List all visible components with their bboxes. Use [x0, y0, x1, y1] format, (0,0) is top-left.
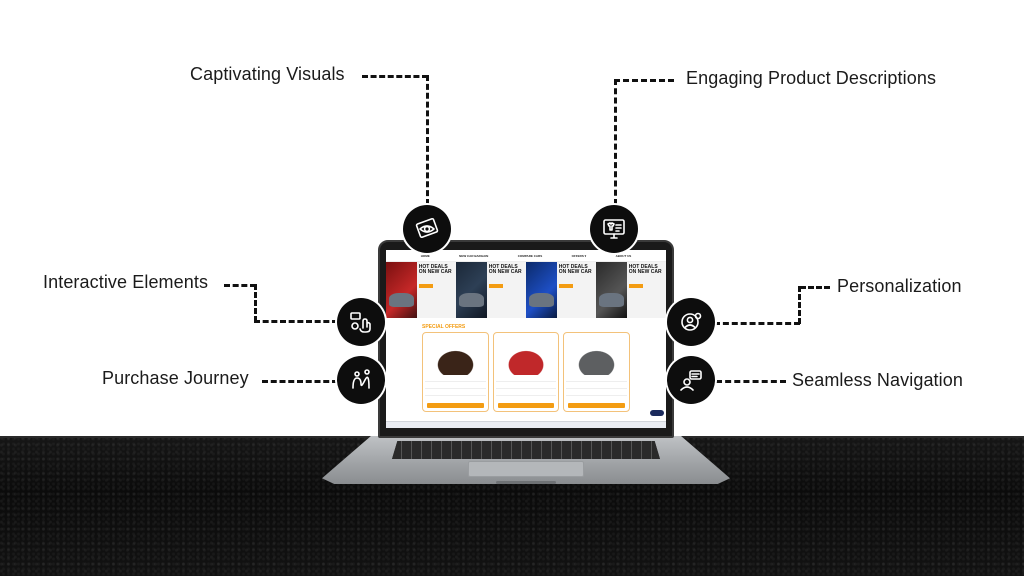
hero-slide[interactable]: HOT DEALS ON NEW CAR — [526, 262, 596, 318]
hero-title: HOT DEALS ON NEW CAR — [558, 264, 592, 275]
hero-slide[interactable]: HOT DEALS ON NEW CAR — [456, 262, 526, 318]
offers-title: SPECIAL OFFERS — [422, 324, 466, 330]
hero-slide[interactable]: HOT DEALS ON NEW CAR — [386, 262, 456, 318]
site-nav: HOME NEW CAR BARGAIN COMPARE CARS OFFERS… — [386, 250, 666, 262]
guide-icon — [667, 356, 715, 404]
connector-personalization-vertical — [798, 286, 801, 324]
site-hero-carousel[interactable]: HOT DEALS ON NEW CAR HOT DEALS ON NEW CA… — [386, 262, 666, 318]
laptop-screen: HOME NEW CAR BARGAIN COMPARE CARS OFFERS… — [386, 250, 666, 428]
label-engaging-product-descriptions: Engaging Product Descriptions — [686, 68, 937, 88]
hero-car-image — [526, 262, 557, 318]
connector-visuals-vertical — [426, 75, 429, 205]
car-image — [425, 341, 486, 375]
hero-slide[interactable]: HOT DEALS ON NEW CAR — [596, 262, 666, 318]
site-nav-bargain[interactable]: NEW CAR BARGAIN — [459, 253, 489, 258]
user-settings-icon — [667, 298, 715, 346]
chat-button[interactable] — [650, 410, 664, 416]
label-seamless-navigation: Seamless Navigation — [792, 370, 963, 390]
hero-title: HOT DEALS ON NEW CAR — [418, 264, 452, 275]
price-row — [425, 378, 486, 382]
monitor-shirt-icon — [590, 205, 638, 253]
connector-personalization — [800, 286, 830, 289]
price-row — [566, 378, 628, 382]
get-discount-button[interactable] — [497, 403, 555, 408]
label-personalization: Personalization — [837, 276, 962, 296]
price-row — [495, 392, 557, 396]
site-nav-compare[interactable]: COMPARE CARS — [517, 253, 543, 258]
price-row — [495, 385, 557, 389]
connector-visuals — [362, 75, 428, 78]
get-discount-button[interactable] — [568, 403, 626, 408]
connector-personalization-lower — [714, 322, 800, 325]
touch-icon — [337, 298, 385, 346]
laptop-trackpad — [468, 461, 584, 477]
laptop-keyboard — [392, 441, 660, 459]
price-row — [566, 392, 628, 396]
car-image — [495, 341, 557, 375]
offer-card[interactable] — [563, 332, 631, 412]
connector-interactive-vertical — [254, 284, 257, 322]
price-row — [566, 385, 628, 389]
offer-card[interactable] — [492, 332, 560, 412]
label-captivating-visuals: Captivating Visuals — [190, 64, 345, 84]
site-nav-about[interactable]: ABOUT US — [615, 253, 632, 258]
eye-icon — [403, 205, 451, 253]
label-interactive-elements: Interactive Elements — [43, 272, 209, 292]
connector-interactive — [224, 284, 256, 287]
connector-interactive-lower — [254, 320, 338, 323]
hero-title: HOT DEALS ON NEW CAR — [488, 264, 522, 275]
connector-journey — [262, 380, 338, 383]
connector-descriptions — [614, 79, 674, 82]
site-nav-offers[interactable]: OFFERS ▾ — [571, 253, 587, 258]
label-purchase-journey: Purchase Journey — [102, 368, 249, 388]
hero-title: HOT DEALS ON NEW CAR — [628, 264, 662, 275]
connector-navigation — [716, 380, 786, 383]
connector-descriptions-vertical — [614, 79, 617, 205]
price-row — [495, 378, 557, 382]
offer-card[interactable] — [422, 332, 489, 412]
hero-car-image — [386, 262, 417, 318]
car-image — [566, 341, 628, 375]
path-icon — [337, 356, 385, 404]
hero-button[interactable] — [488, 284, 503, 288]
site-nav-home[interactable]: HOME — [420, 253, 430, 258]
os-taskbar — [386, 421, 666, 428]
price-row — [425, 392, 486, 396]
offer-cards — [386, 332, 666, 412]
hero-car-image — [596, 262, 627, 318]
offers-header: SPECIAL OFFERS — [386, 318, 666, 332]
hero-car-image — [456, 262, 487, 318]
laptop-notch — [496, 481, 556, 484]
hero-button[interactable] — [628, 284, 643, 288]
hero-button[interactable] — [418, 284, 433, 288]
hero-button[interactable] — [558, 284, 573, 288]
price-row — [425, 385, 486, 389]
get-discount-button[interactable] — [427, 403, 484, 408]
